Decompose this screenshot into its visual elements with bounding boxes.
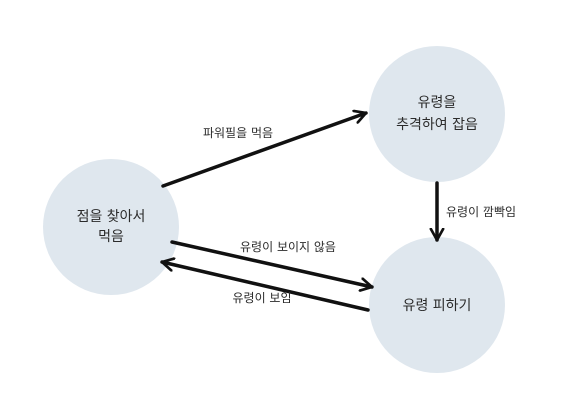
state-flee-ghost: 유령 피하기 [369,237,505,373]
arrow-eat-to-flee [170,240,374,287]
state-eat-label-line1: 점을 찾아서 [77,209,146,225]
label-chase-to-flee: 유령이 깜빡임 [446,205,516,219]
state-eat-circle [43,159,179,295]
state-eat-label-line2: 먹음 [98,229,124,245]
state-chase-label-line2: 추격하여 잡음 [396,117,478,133]
state-chase-label-line1: 유령을 [418,95,457,111]
state-eat-dots: 점을 찾아서 먹음 [43,159,179,295]
label-flee-to-eat: 유령이 보임 [232,291,291,305]
label-eat-to-flee: 유령이 보이지 않음 [240,240,336,254]
state-chase-ghost: 유령을 추격하여 잡음 [369,46,505,182]
arrow-flee-to-eat [160,262,370,312]
state-flee-label: 유령 피하기 [403,298,472,314]
arrow-eat-to-chase [161,113,368,188]
state-flee-circle [369,237,505,373]
state-chase-circle [369,46,505,182]
label-eat-to-chase: 파워필을 먹음 [203,126,273,140]
